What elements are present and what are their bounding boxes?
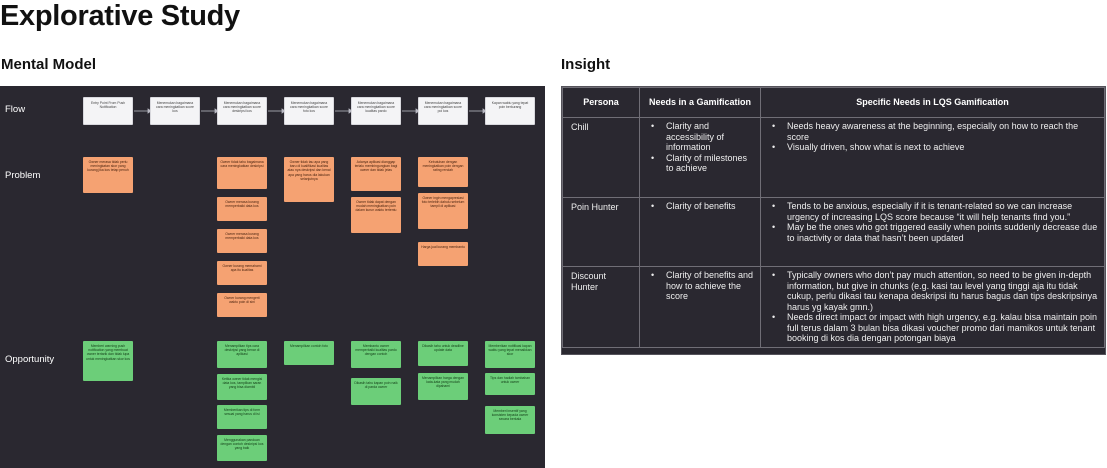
persona-cell: Poin Hunter [562,197,640,267]
problem-card: Owner merasa kurang memperbaiki data kos [217,229,267,253]
specific-needs-item: Visually driven, show what is next to ac… [767,142,1098,153]
mental-model-heading: Mental Model [1,56,97,73]
problem-card: Owner tidak tau apa yang baru di kualifi… [284,157,334,202]
needs-item: Clarity of milestones to achieve [646,153,754,174]
opportunity-card: Memberi insentif yang konsisten kepada o… [485,406,535,434]
table-row: Chill Clarity and accessibility of infor… [562,117,1105,198]
needs-cell: Clarity of benefits and how to achieve t… [639,266,761,348]
flow-card: Menemukan bagaimana cara meningkatkan sc… [150,97,200,125]
problem-card: Owner kurang memahami apa itu kualitas [217,261,267,285]
flow-arrows [134,108,487,114]
specific-needs-item: Needs heavy awareness at the beginning, … [767,121,1098,142]
opportunity-card: Memberi warning push notification yang m… [83,341,133,381]
problem-card: Owner kurang mengerti waktu poin di sini [217,293,267,317]
needs-cell: Clarity of benefits [639,197,761,267]
column-header-specific-needs: Specific Needs in LQS Gamification [760,87,1105,118]
opportunity-card: Membantu owner memperbaiki kualitas pard… [351,341,401,368]
problem-card: Harga jual kurang membantu [418,242,468,266]
persona-cell: Discount Hunter [562,266,640,348]
specific-needs-cell: Tends to be anxious, especially if it is… [760,197,1105,267]
opportunity-card: Memberikan notifikasi kapan waktu yang t… [485,341,535,368]
opportunity-card: Dikasih tahu untuk deadline update data [418,341,468,366]
problem-card: Owner ingin mengapresiasi foto terlebih … [418,193,468,229]
needs-item: Clarity of benefits and how to achieve t… [646,270,754,302]
flow-card: Entry Point From Push Notification [83,97,133,125]
opportunity-card: Ketika owner tidak mengisi data kos, tam… [217,374,267,400]
page-title: Explorative Study [0,0,240,32]
row-label-opportunity: Opportunity [5,354,55,365]
needs-item: Clarity of benefits [646,201,754,212]
table-header-row: Persona Needs in a Gamification Specific… [562,87,1105,118]
insight-table: Persona Needs in a Gamification Specific… [561,86,1106,355]
insight-heading: Insight [561,56,611,73]
opportunity-card: Menampilkan tips cara deskripsi yang ben… [217,341,267,368]
persona-cell: Chill [562,117,640,198]
flow-card: Menemukan bagaimana cara meningkatkan sc… [284,97,334,125]
flow-card: Menemukan bagaimana cara meningkatkan sc… [418,97,468,125]
specific-needs-cell: Needs heavy awareness at the beginning, … [760,117,1105,198]
flow-card: Menemukan bagaimana cara meningkatkan sc… [351,97,401,125]
mental-model-board: Flow Problem Opportunity Entry Point Fro… [0,86,545,468]
flow-card: Kapan waktu yang tepat poin berkurang [485,97,535,125]
opportunity-card: Menampilkan contoh foto [284,341,334,365]
row-label-flow: Flow [5,104,26,115]
opportunity-card: Memberikan tips di form sesuai yang haru… [217,405,267,429]
needs-cell: Clarity and accessibility of information… [639,117,761,198]
opportunity-card: Dikasih tahu kapan poin naik di parda ow… [351,378,401,405]
problem-card: Owner merasa tidak perlu meningkatan sko… [83,157,133,193]
row-label-problem: Problem [5,170,41,181]
specific-needs-item: May be the ones who got triggered easily… [767,222,1098,243]
opportunity-card: Menampilkan harga dengan kata-kata yang … [418,373,468,400]
problem-card: Kebutuhan dengan meningkatkan poin denga… [418,157,468,187]
opportunity-card: Tips dan hadiah tambahan untuk owner [485,373,535,395]
column-header-persona: Persona [562,87,640,118]
specific-needs-item: Typically owners who don’t pay much atte… [767,270,1098,312]
specific-needs-item: Needs direct impact or impact with high … [767,312,1098,344]
flow-card: Menemukan bagaimana cara meningkatkan sc… [217,97,267,125]
problem-card: Owner merasa kurang memperbaiki data kos [217,197,267,221]
problem-card: Owner tidak tahu bagaimana cara meningka… [217,157,267,189]
specific-needs-item: Tends to be anxious, especially if it is… [767,201,1098,222]
table-row: Discount Hunter Clarity of benefits and … [562,266,1105,348]
problem-card: Adanya aplikasi dianggap terlalu membing… [351,157,401,191]
table-row: Poin Hunter Clarity of benefits Tends to… [562,197,1105,267]
needs-item: Clarity and accessibility of information [646,121,754,153]
column-header-needs: Needs in a Gamification [639,87,761,118]
specific-needs-cell: Typically owners who don’t pay much atte… [760,266,1105,348]
problem-card: Owner tidak dapat dengan mudah meningkat… [351,197,401,233]
opportunity-card: Menggunakan panduan dengan contoh deskri… [217,435,267,461]
